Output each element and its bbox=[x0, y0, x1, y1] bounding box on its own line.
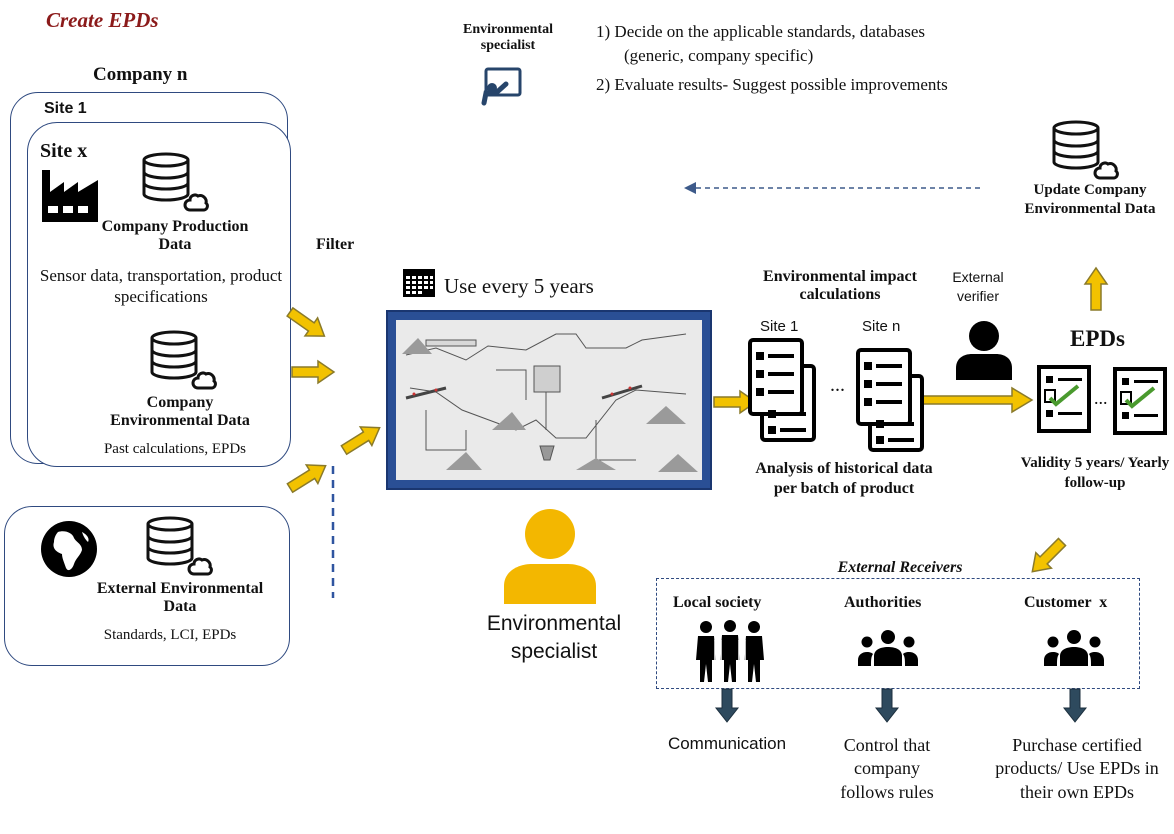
database-icon bbox=[146, 516, 213, 576]
factory-icon bbox=[42, 170, 98, 222]
epd-checklist-icon bbox=[1113, 367, 1167, 435]
database-icon bbox=[142, 152, 209, 212]
receiver-local-society: Local society bbox=[673, 594, 762, 611]
environmental-specialist-icon bbox=[504, 509, 596, 604]
outcome-customer: Purchase certified products/ Use EPDs in… bbox=[995, 735, 1159, 802]
process-flowsheet bbox=[396, 320, 702, 480]
use-frequency-label: Use every 5 years bbox=[444, 274, 594, 298]
document-stack-icon bbox=[748, 338, 816, 442]
filter-label: Filter bbox=[316, 236, 355, 253]
document-stack-icon bbox=[856, 348, 924, 452]
globe-icon bbox=[41, 521, 97, 577]
specialist-task-1-cont: (generic, company specific) bbox=[624, 46, 814, 65]
calc-site-1: Site 1 bbox=[760, 318, 799, 335]
environmental-data-title: Company Environmental Data bbox=[110, 394, 250, 430]
calc-title: Environmental impact calculations bbox=[763, 268, 917, 304]
page-title: Create EPDs bbox=[46, 8, 159, 32]
calc-site-n: Site n bbox=[862, 318, 901, 335]
database-icon bbox=[150, 330, 217, 390]
outcome-authorities: Control that company follows rules bbox=[840, 735, 934, 802]
calendar-icon bbox=[403, 269, 435, 297]
crowd-icon bbox=[696, 620, 764, 682]
external-data-title: External Environmental Data bbox=[96, 580, 264, 616]
site-1-label: Site 1 bbox=[44, 100, 87, 117]
update-data-label: Update Company Environmental Data bbox=[1024, 182, 1156, 217]
outcome-communication: Communication bbox=[667, 734, 787, 753]
site-x-label: Site x bbox=[40, 140, 88, 162]
group-icon bbox=[858, 630, 918, 666]
specialist-role-label: Environmental specialist bbox=[463, 22, 553, 54]
analysis-label: Analysis of historical data per batch of… bbox=[755, 460, 933, 497]
presentation-icon bbox=[481, 67, 522, 106]
production-data-title: Company Production Data bbox=[101, 218, 249, 254]
validity-label: Validity 5 years/ Yearly follow-up bbox=[1020, 455, 1170, 491]
epds-title: EPDs bbox=[1070, 326, 1125, 351]
epd-dots: ... bbox=[1094, 388, 1108, 408]
filter-dashed-line bbox=[331, 466, 335, 598]
receivers-title: External Receivers bbox=[800, 559, 1000, 578]
production-data-desc: Sensor data, transportation, product spe… bbox=[39, 266, 283, 307]
specialist-task-1: 1) Decide on the applicable standards, d… bbox=[596, 22, 926, 41]
verifier-person-icon bbox=[956, 321, 1012, 380]
epd-checklist-icon bbox=[1037, 365, 1091, 433]
calc-dots: ... bbox=[830, 374, 845, 396]
external-data-desc: Standards, LCI, EPDs bbox=[103, 627, 237, 643]
database-icon bbox=[1052, 120, 1119, 180]
receivers-box bbox=[656, 578, 1140, 689]
receiver-authorities: Authorities bbox=[844, 594, 922, 611]
specialist-task-2: 2) Evaluate results- Suggest possible im… bbox=[596, 75, 948, 94]
environmental-data-desc: Past calculations, EPDs bbox=[103, 441, 247, 457]
receiver-customer: Customer x bbox=[1024, 594, 1108, 611]
group-icon bbox=[1044, 630, 1104, 666]
specialist-label: Environmental specialist bbox=[486, 612, 622, 664]
company-label: Company n bbox=[93, 64, 188, 85]
site-x-box bbox=[27, 122, 291, 467]
verifier-label: External verifier bbox=[952, 269, 1004, 304]
process-simulation-screen bbox=[386, 310, 712, 490]
